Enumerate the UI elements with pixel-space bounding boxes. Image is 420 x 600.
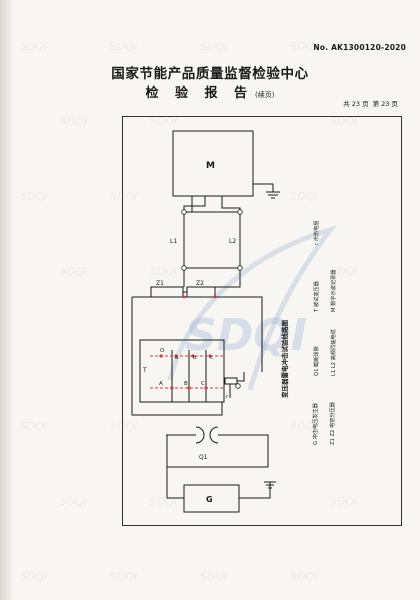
generator-label: G	[206, 495, 213, 504]
continuation-label: (续页)	[255, 91, 275, 99]
recorder-ground-wire	[253, 183, 274, 192]
page-total: 共 23 页	[343, 100, 369, 108]
legend-column-1: G 冲击电压发生器 Z1 Z2 电容分压器	[311, 401, 336, 445]
legend-item-g: G 冲击电压发生器	[311, 402, 319, 445]
diagram-title: 变压器雷电冲击试验线路图	[280, 320, 289, 399]
cable-l2-label: L2	[229, 238, 236, 245]
recorder-box	[172, 130, 254, 197]
sphere-gap-label: Q1	[199, 454, 208, 461]
terminal-c-lower-label: C	[201, 381, 205, 387]
transformer-label: T	[142, 367, 147, 374]
divider-z2-label: Z2	[196, 280, 204, 287]
resistor-r-label: r	[226, 394, 229, 400]
legend-item-z1z2: Z1 Z2 电容分压器	[328, 401, 336, 445]
terminal-c-upper-label: c	[210, 355, 213, 361]
terminal-b-lower-label: B	[184, 381, 188, 387]
resistor-r	[224, 377, 238, 385]
sphere-gap-right	[209, 426, 219, 444]
organization-title: 国家节能产品质量监督检验中心	[111, 66, 309, 82]
transformer-box	[139, 339, 225, 403]
terminal-b-upper-label: b	[193, 355, 197, 361]
terminal-a-lower-label: A	[159, 381, 163, 387]
legend-column-3: T 被试变压器 M 数字示波记录器	[312, 269, 337, 313]
red-terminal-dots	[159, 295, 217, 390]
binding-shadow	[0, 0, 14, 600]
motor-label: M	[206, 161, 215, 171]
report-number: No. AK1300120-2020	[313, 43, 406, 52]
legend-item-t: T 被试变压器	[312, 280, 320, 313]
divider-z1-label: Z1	[156, 280, 164, 287]
diagram-frame	[122, 116, 402, 526]
divider-z2	[186, 286, 216, 298]
legend-column-2: Q1 截断球隙 L1 L2 高频同轴电缆	[312, 329, 337, 376]
legend-item-l1l2: L1 L2 高频同轴电缆	[329, 329, 337, 376]
report-title: 检 验 报 告(续页)	[0, 82, 420, 101]
terminal-a-upper-label: a	[175, 355, 178, 361]
divider-z1	[150, 286, 184, 298]
recorder-ground-icon	[266, 191, 280, 199]
cable-l1-label: L1	[170, 238, 177, 245]
diagram-caption-group: 变压器雷电冲击试验线路图	[280, 320, 289, 399]
terminal-o-label: O	[160, 348, 165, 354]
page-current: 第 23 页	[372, 100, 398, 108]
page-count: 共 23 页第 23 页	[339, 98, 398, 108]
sphere-gap-left	[195, 426, 205, 444]
legend-column-4: r 示伤电阻	[312, 220, 320, 245]
hv-lead	[132, 296, 263, 372]
cable-l1	[183, 196, 206, 268]
gap-wiring	[167, 434, 269, 450]
cable-l2	[221, 196, 241, 268]
legend-item-r: r 示伤电阻	[312, 220, 320, 245]
report-title-text: 检 验 报 告	[145, 86, 254, 101]
generator-ground-icon	[264, 481, 276, 489]
legend-item-q1: Q1 截断球隙	[312, 346, 320, 376]
legend-item-m: M 数字示波记录器	[329, 269, 337, 312]
